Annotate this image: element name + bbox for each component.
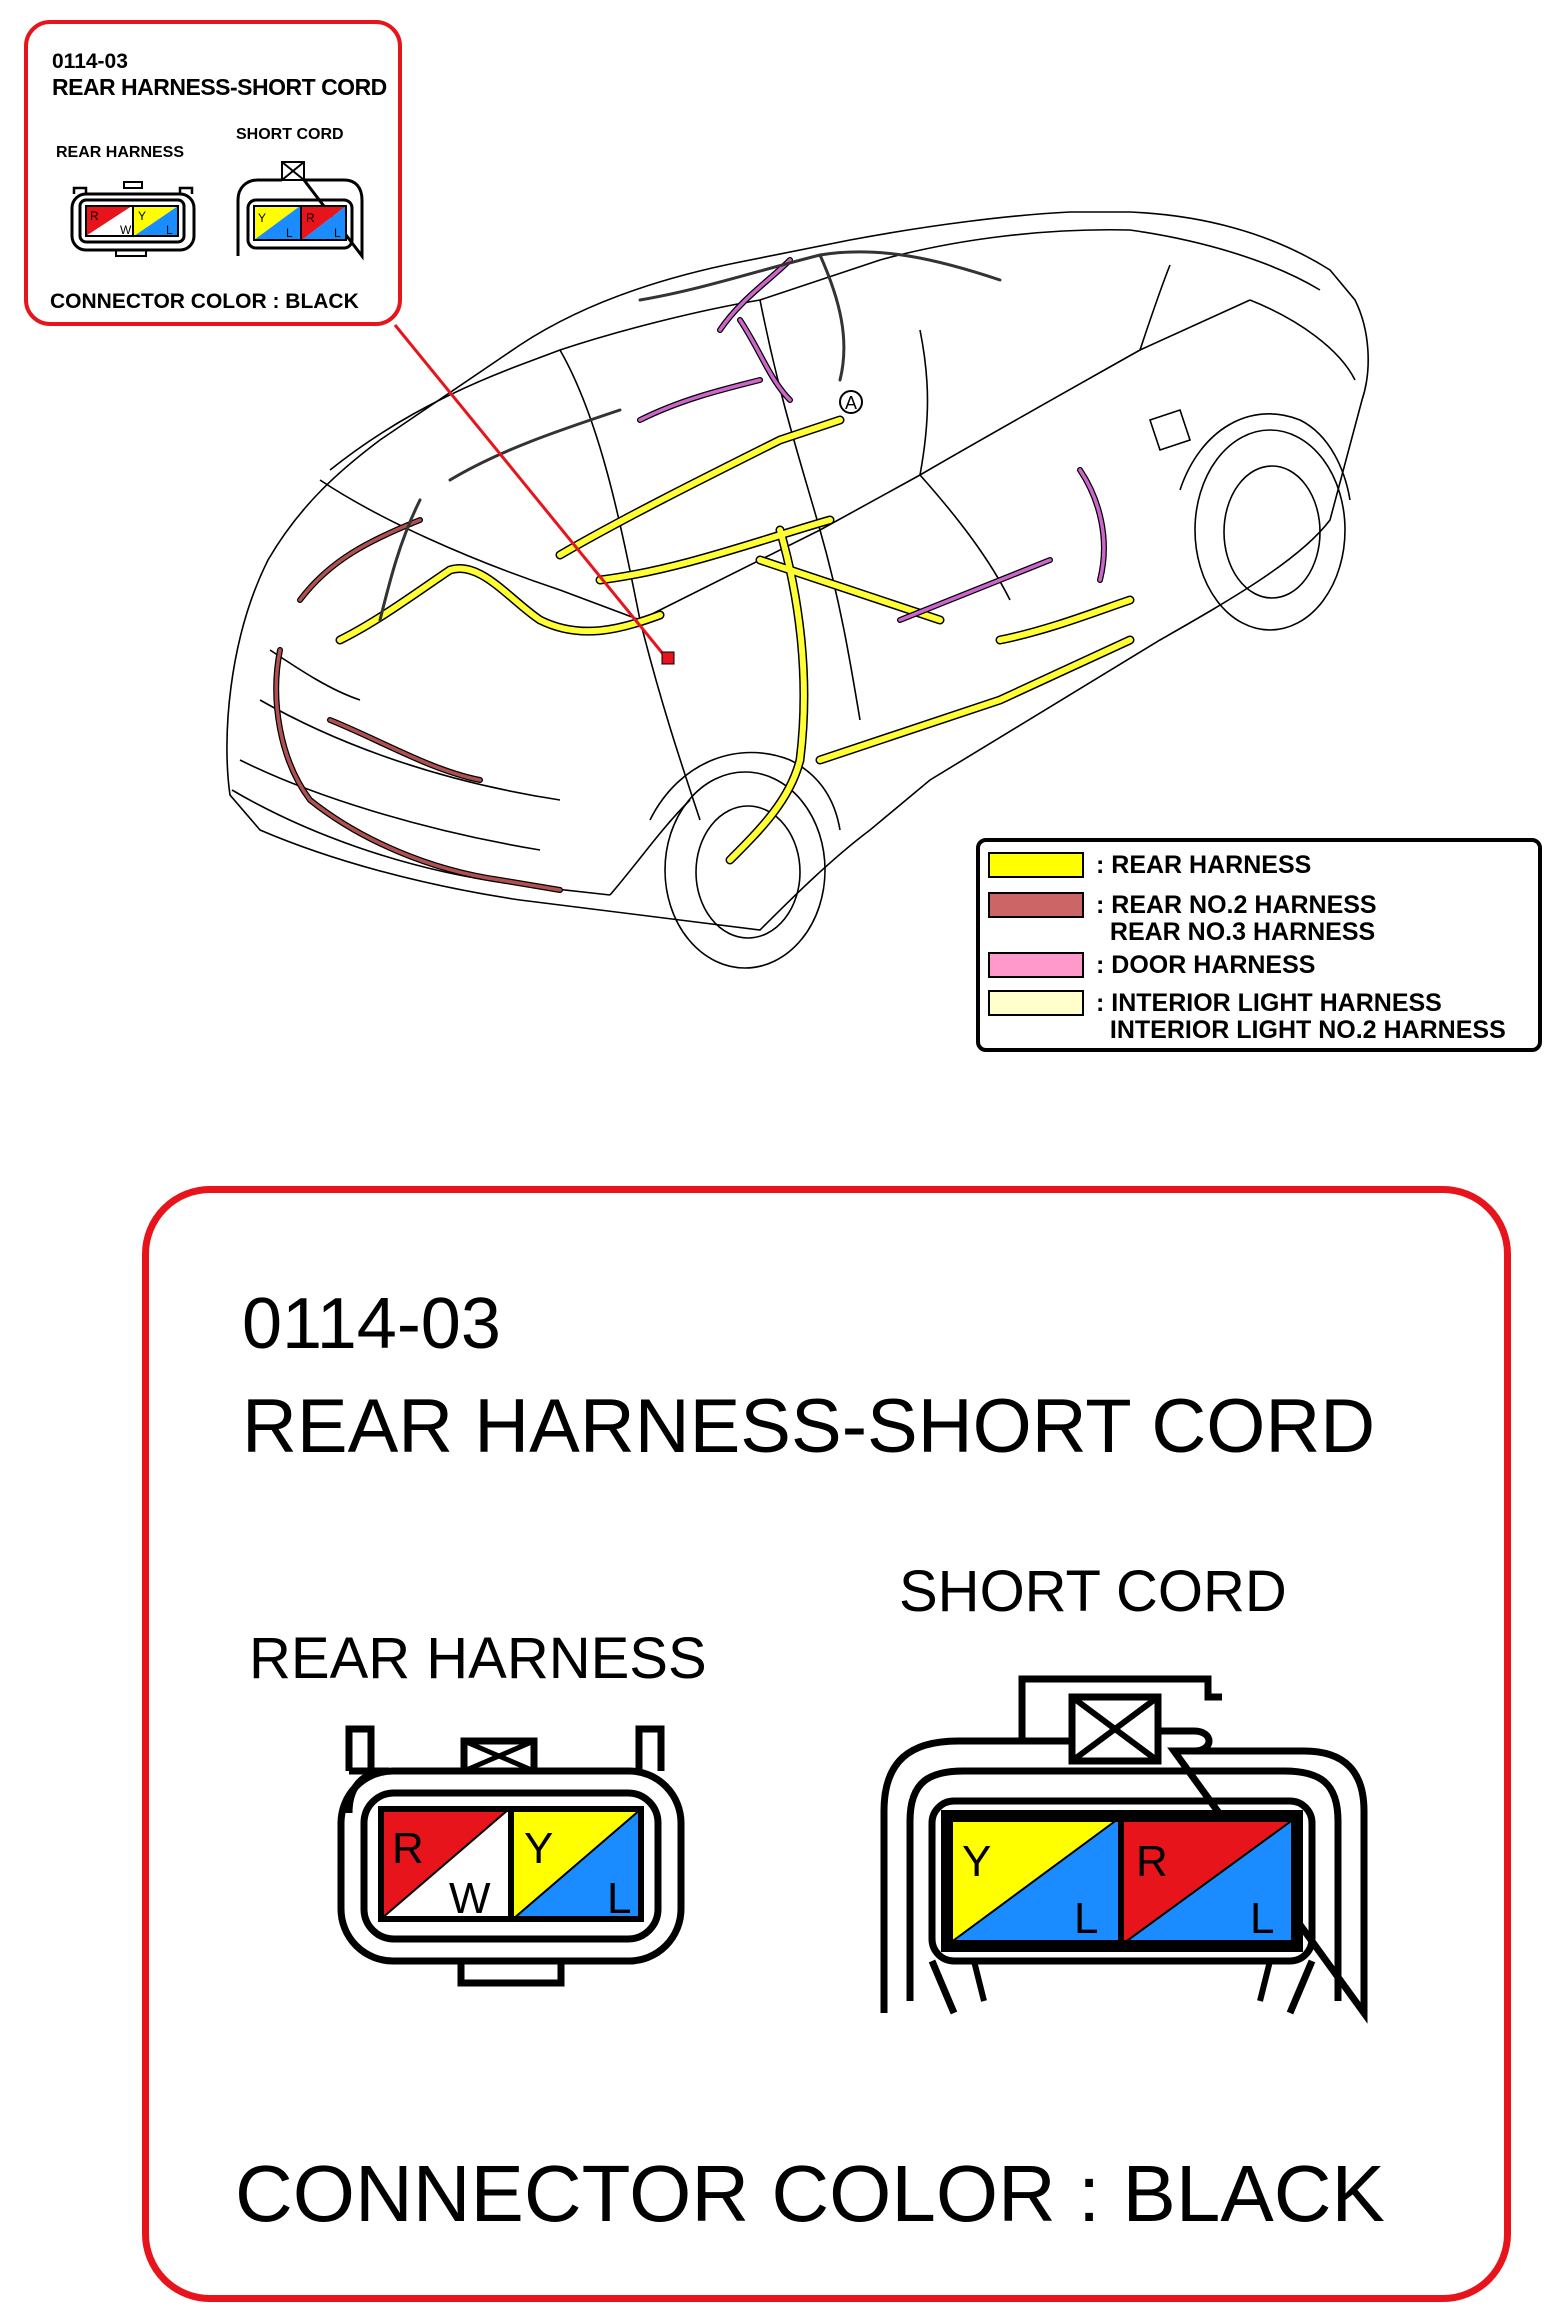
rear-wheel	[664, 771, 826, 969]
small-rear-pin-w: W	[120, 223, 132, 237]
front-wheel	[1194, 429, 1346, 631]
large-short-pin-l2: L	[1250, 1894, 1274, 1943]
small-short-cord-connector: Y L R L	[236, 161, 364, 261]
legend-swatch	[988, 852, 1084, 878]
small-short-pin-l2: L	[334, 226, 341, 240]
car-body-outline	[226, 211, 1369, 931]
small-rear-harness-label: REAR HARNESS	[56, 144, 185, 161]
legend-label: : REAR NO.2 HARNESS	[1096, 891, 1377, 919]
large-short-pin-l1: L	[1074, 1894, 1098, 1943]
large-connector-callout: 0114-03 REAR HARNESS-SHORT CORD SHORT CO…	[142, 1186, 1511, 2302]
legend-swatch	[988, 952, 1084, 978]
connector-location-marker	[661, 651, 675, 665]
legend-label: REAR NO.3 HARNESS	[1096, 918, 1376, 946]
small-short-cord-label: SHORT CORD	[236, 126, 344, 143]
legend-swatch	[988, 892, 1084, 918]
legend-label: : REAR HARNESS	[1096, 851, 1312, 879]
small-short-pin-y: Y	[258, 211, 266, 225]
large-short-pin-r: R	[1136, 1837, 1168, 1886]
large-rear-pin-w: W	[449, 1874, 491, 1923]
large-short-cord-label: SHORT CORD	[899, 1559, 1287, 1624]
small-connector-callout: 0114-03 REAR HARNESS-SHORT CORD REAR HAR…	[24, 20, 402, 326]
small-rear-pin-y: Y	[138, 209, 146, 223]
legend-label: : INTERIOR LIGHT HARNESS	[1096, 989, 1442, 1017]
small-connector-title: REAR HARNESS-SHORT CORD	[52, 74, 387, 100]
small-rear-pin-r: R	[90, 209, 99, 223]
large-rear-pin-r: R	[392, 1824, 424, 1873]
large-connector-title: REAR HARNESS-SHORT CORD	[242, 1384, 1376, 1469]
legend-label: INTERIOR LIGHT NO.2 HARNESS	[1096, 1016, 1506, 1044]
small-connector-color: CONNECTOR COLOR : BLACK	[50, 290, 359, 313]
large-connector-code: 0114-03	[242, 1284, 501, 1364]
legend-swatch	[988, 990, 1084, 1016]
legend-label: : DOOR HARNESS	[1096, 951, 1316, 979]
small-short-pin-r: R	[306, 211, 315, 225]
marker-label: A	[845, 393, 857, 413]
large-rear-harness-label: REAR HARNESS	[249, 1626, 707, 1691]
large-rear-pin-y: Y	[524, 1824, 553, 1873]
large-rear-harness-connector: R W Y L	[337, 1725, 685, 1987]
small-connector-code: 0114-03	[52, 50, 128, 73]
large-connector-color: CONNECTOR COLOR : BLACK	[235, 2149, 1385, 2238]
large-short-pin-y: Y	[962, 1837, 991, 1886]
harness-legend: : REAR HARNESS : REAR NO.2 HARNESS REAR …	[976, 838, 1542, 1052]
small-short-pin-l1: L	[286, 226, 293, 240]
small-rear-pin-l: L	[166, 223, 173, 237]
car-harness-diagram: A	[226, 211, 1369, 969]
small-rear-harness-connector: R W Y L	[70, 181, 196, 257]
large-rear-pin-l: L	[607, 1874, 631, 1923]
large-short-cord-connector: Y L R L	[880, 1675, 1368, 2024]
